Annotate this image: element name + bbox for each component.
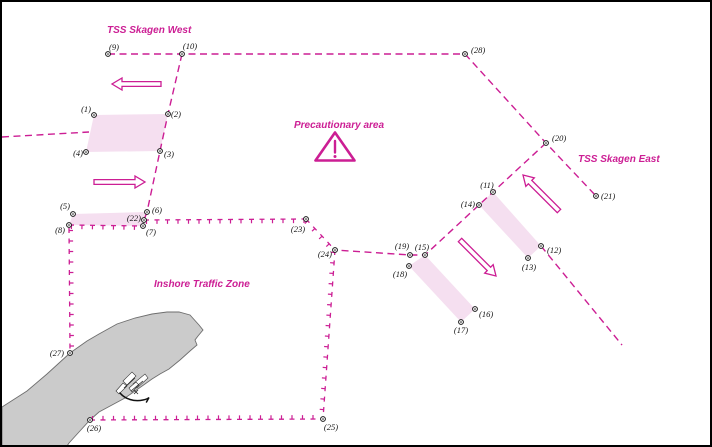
land-area: [2, 311, 204, 445]
waypoint-label-(16): (16): [479, 309, 493, 319]
label-tss-skagen-west: TSS Skagen West: [107, 25, 192, 36]
waypoint-label-(21): (21): [601, 191, 615, 201]
waypoint-marker-dot: [492, 191, 494, 193]
waypoint-marker-dot: [89, 419, 91, 421]
waypoint-marker-dot: [540, 245, 542, 247]
itz-boundary-ticks: [145, 219, 305, 224]
waypoint-label-(18): (18): [393, 269, 407, 279]
waypoint-marker-dot: [107, 53, 109, 55]
itz-boundary-ticks: [70, 224, 136, 230]
waypoint-label-(2): (2): [171, 109, 181, 119]
east-separation-zone-south: [409, 255, 475, 322]
mid-separation-zone: [69, 212, 147, 226]
waypoint-marker-dot: [595, 195, 597, 197]
harbor-pier: [115, 382, 128, 395]
waypoint-marker-dot: [305, 218, 307, 220]
harbor-detail-line: [130, 380, 144, 392]
waypoint-marker-dot: [93, 114, 95, 116]
label-precautionary-area: Precautionary area: [294, 120, 384, 131]
waypoint-marker-dot: [146, 211, 148, 213]
itz-boundary-ticks: [91, 415, 314, 420]
waypoint-label-(19): (19): [395, 241, 409, 251]
waypoint-label-(25): (25): [324, 422, 338, 432]
waypoint-label-(24): (24): [318, 249, 332, 259]
waypoint-marker-dot: [460, 321, 462, 323]
itz-boundary-itz-north-west: [68, 224, 144, 227]
itz-boundary-itz-east: [322, 249, 336, 420]
east-lane-northwest-arrow-icon: [522, 174, 562, 214]
waypoint-label-(13): (13): [522, 262, 536, 272]
itz-boundary-ticks: [69, 229, 74, 347]
itz-boundary-ticks: [304, 220, 330, 248]
label-inshore-traffic-zone: Inshore Traffic Zone: [154, 279, 250, 290]
waypoint-label-(23): (23): [291, 224, 305, 234]
waypoint-label-(8): (8): [55, 225, 65, 235]
waypoint-marker-dot: [409, 254, 411, 256]
waypoint-marker-dot: [424, 254, 426, 256]
waypoint-marker-dot: [334, 249, 336, 251]
breakwater-line: [119, 392, 150, 403]
waypoint-label-(20): (20): [552, 133, 566, 143]
waypoint-label-(11): (11): [480, 180, 494, 190]
waypoint-label-(17): (17): [454, 325, 468, 335]
itz-boundary-itz-ne-diagonal: [305, 218, 336, 251]
west-separation-zone: [86, 114, 168, 152]
waypoint-label-(12): (12): [547, 245, 561, 255]
east-lane-southeast-arrow-icon: [457, 237, 497, 277]
harbor-pier: [122, 371, 137, 386]
route-dashed-line-east-inner-boundary: [334, 142, 547, 256]
harbor-detail-line: [133, 389, 139, 395]
route-dashed-line-east-outer-boundary: [464, 53, 597, 197]
waypoint-label-(9): (9): [109, 42, 119, 52]
harbor-detail-line: [123, 377, 136, 389]
waypoint-marker-dot: [527, 257, 529, 259]
route-dashed-line-east-se-boundary: [540, 245, 623, 346]
waypoint-label-(22): (22): [127, 213, 141, 223]
waypoint-label-(28): (28): [471, 45, 485, 55]
waypoint-label-(14): (14): [461, 199, 475, 209]
waypoint-marker-dot: [143, 219, 145, 221]
waypoint-marker-dot: [474, 308, 476, 310]
waypoint-label-(10): (10): [183, 41, 197, 51]
itz-boundary-itz-west: [68, 227, 71, 351]
itz-boundary-itz-north-east: [143, 218, 307, 221]
precautionary-exclamation-dot: [333, 155, 337, 158]
waypoint-marker-dot: [68, 224, 70, 226]
waypoint-marker-dot: [181, 53, 183, 55]
waypoint-marker-dot: [69, 352, 71, 354]
waypoint-marker-dot: [478, 204, 480, 206]
waypoint-label-(27): (27): [50, 348, 64, 358]
waypoint-marker-dot: [142, 225, 144, 227]
waypoint-label-(4): (4): [73, 148, 83, 158]
itz-boundary-itz-south: [89, 418, 324, 421]
west-lane-westbound-arrow-icon: [110, 76, 162, 92]
waypoint-label-(1): (1): [81, 104, 91, 114]
waypoint-label-(3): (3): [164, 149, 174, 159]
label-tss-skagen-east: TSS Skagen East: [578, 154, 660, 165]
waypoint-marker-dot: [159, 150, 161, 152]
waypoint-label-(6): (6): [152, 205, 162, 215]
waypoint-marker-dot: [85, 151, 87, 153]
waypoint-marker-dot: [408, 265, 410, 267]
waypoint-marker-dot: [322, 418, 324, 420]
waypoint-label-(15): (15): [415, 242, 429, 252]
waypoint-marker-dot: [72, 213, 74, 215]
waypoint-label-(26): (26): [87, 423, 101, 433]
waypoint-marker-dot: [167, 113, 169, 115]
waypoint-label-(5): (5): [60, 201, 70, 211]
east-separation-zone-north: [479, 192, 541, 258]
waypoint-marker-dot: [464, 53, 466, 55]
waypoint-label-(7): (7): [146, 227, 156, 237]
precautionary-triangle-icon: [314, 131, 356, 162]
route-dashed-line-west-approach: [2, 131, 90, 138]
west-lane-eastbound-arrow-icon: [93, 174, 147, 190]
itz-boundary-ticks: [319, 251, 335, 411]
chart-render-root: (1) (2) (3) (4) (5) (6) (7) (8) (9) (10) (11) (12) (…: [2, 41, 623, 445]
waypoint-marker-dot: [545, 142, 547, 144]
